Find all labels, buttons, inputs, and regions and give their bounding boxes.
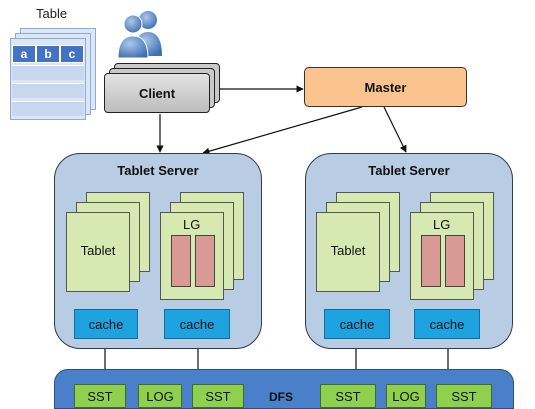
lg-block: LG [160, 212, 224, 300]
tablet-block: Tablet [66, 212, 130, 292]
tablet-label: Tablet [330, 243, 366, 258]
arrow-master-ts2 [383, 106, 407, 153]
table-icon: a b c [10, 28, 102, 120]
table-column-c: c [60, 45, 84, 63]
sst-file: SST [74, 384, 126, 408]
sst-file: SST [320, 384, 376, 408]
dfs-label: DFS [269, 390, 293, 404]
lg-block: LG [410, 212, 474, 300]
arrow-master-ts1 [202, 106, 363, 155]
tablet-server-title: Tablet Server [117, 163, 199, 178]
lg-column-bar [195, 235, 215, 287]
table-caption: Table [36, 6, 68, 21]
cache-box: cache [414, 309, 480, 339]
tablet-label: Tablet [80, 243, 116, 258]
log-file: LOG [138, 384, 182, 408]
log-file: LOG [386, 384, 426, 408]
lg-column-bar [445, 235, 465, 287]
cache-box: cache [164, 309, 230, 339]
cache-box: cache [74, 309, 138, 339]
sst-file: SST [436, 384, 492, 408]
table-column-a: a [12, 45, 36, 63]
lg-column-bar [171, 235, 191, 287]
master-node: Master [304, 67, 467, 107]
lg-label: LG [183, 217, 201, 232]
lg-label: LG [433, 217, 451, 232]
users-icon [117, 11, 162, 58]
sst-file: SST [192, 384, 244, 408]
tablet-block: Tablet [316, 212, 380, 292]
tablet-server-title: Tablet Server [368, 163, 450, 178]
lg-column-bar [421, 235, 441, 287]
cache-box: cache [324, 309, 390, 339]
table-column-b: b [36, 45, 60, 63]
client-node: Client [104, 73, 210, 113]
